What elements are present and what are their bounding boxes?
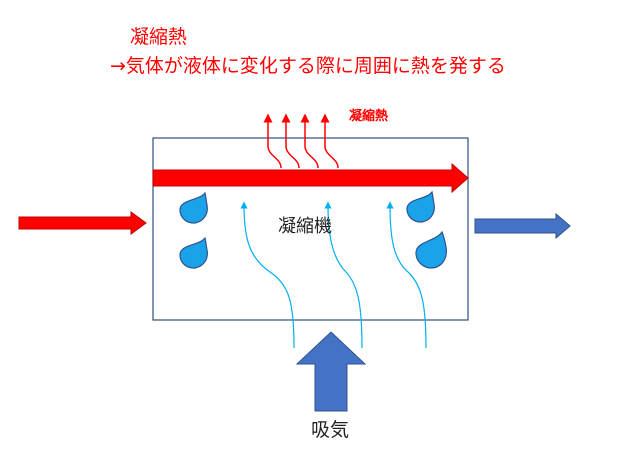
hot-gas-pipe-arrow	[152, 162, 469, 194]
definition-text: →気体が液体に変化する際に周囲に熱を発する	[110, 55, 506, 77]
condenser-label: 凝縮機	[278, 216, 332, 237]
heat-emission-arrows	[263, 113, 339, 169]
airflow-arrows	[240, 201, 427, 349]
water-droplet-icon	[406, 190, 435, 223]
water-droplet-icon	[179, 191, 208, 224]
water-droplet-icon	[179, 236, 208, 269]
inlet-arrow	[18, 211, 147, 235]
airflow-arrow-2	[324, 201, 363, 349]
condenser-box	[152, 137, 469, 321]
heat-wave-arrow-2	[281, 113, 300, 169]
water-droplet-icon	[415, 230, 447, 269]
heat-wave-arrow-1	[263, 113, 282, 169]
intake-arrow	[295, 331, 367, 412]
condensation-droplets	[179, 190, 447, 269]
page-title: 凝縮熱	[130, 26, 188, 48]
heat-wave-arrow-3	[300, 113, 319, 169]
airflow-arrow-1	[240, 201, 295, 349]
heat-wave-arrow-4	[320, 113, 339, 169]
outlet-arrow	[474, 212, 571, 240]
intake-label: 吸気	[311, 419, 350, 441]
heat-label: 凝縮熱	[349, 109, 389, 124]
airflow-arrow-3	[386, 201, 427, 349]
